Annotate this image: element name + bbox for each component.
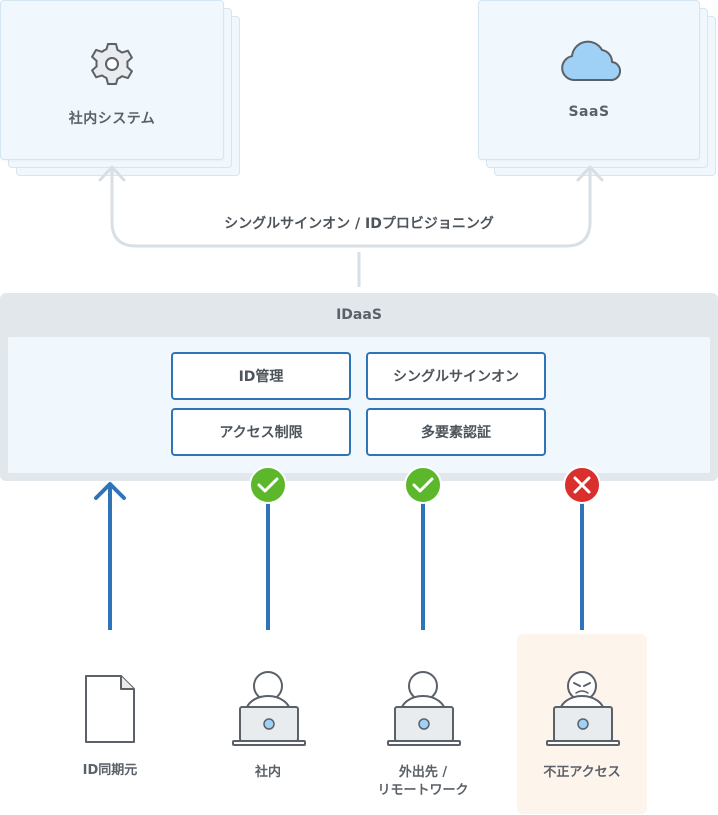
idaas-features-area: ID管理 シングルサインオン アクセス制限 多要素認証 bbox=[8, 337, 710, 473]
actor-label-remote-line2: リモートワーク bbox=[377, 783, 469, 798]
feature-single-sign-on: シングルサインオン bbox=[366, 352, 546, 400]
internal-system-label: 社内システム bbox=[68, 111, 156, 127]
document-icon bbox=[85, 675, 135, 743]
cloud-icon bbox=[561, 40, 621, 82]
gear-icon bbox=[91, 43, 133, 85]
remote-access-line bbox=[404, 466, 442, 630]
feature-access-control: アクセス制限 bbox=[171, 408, 351, 456]
actor-label-remote: 外出先 / リモートワーク bbox=[353, 764, 493, 800]
sso-provisioning-label: シングルサインオン / IDプロビジョニング bbox=[224, 216, 494, 232]
saas-card: SaaS bbox=[478, 0, 718, 178]
sync-arrow bbox=[94, 482, 126, 630]
feature-mfa: 多要素認証 bbox=[366, 408, 546, 456]
user-laptop-icon bbox=[387, 671, 461, 746]
internal-access-line bbox=[249, 466, 287, 630]
actor-label-unauthorized: 不正アクセス bbox=[543, 765, 621, 780]
idaas-title: IDaaS bbox=[336, 307, 382, 323]
attacker-laptop-icon bbox=[546, 671, 620, 746]
actor-label-internal: 社内 bbox=[254, 765, 281, 780]
feature-id-management: ID管理 bbox=[171, 352, 351, 400]
user-laptop-icon bbox=[232, 671, 306, 746]
internal-system-card: 社内システム bbox=[0, 0, 242, 178]
actor-label-remote-line1: 外出先 / bbox=[398, 765, 448, 780]
sso-provisioning-connector bbox=[98, 165, 604, 287]
idaas-panel: IDaaS ID管理 シングルサインオン アクセス制限 多要素認証 bbox=[0, 293, 718, 481]
actor-label-id-sync-source: ID同期元 bbox=[82, 763, 138, 778]
unauthorized-access-line bbox=[563, 466, 601, 630]
saas-label: SaaS bbox=[568, 104, 610, 120]
